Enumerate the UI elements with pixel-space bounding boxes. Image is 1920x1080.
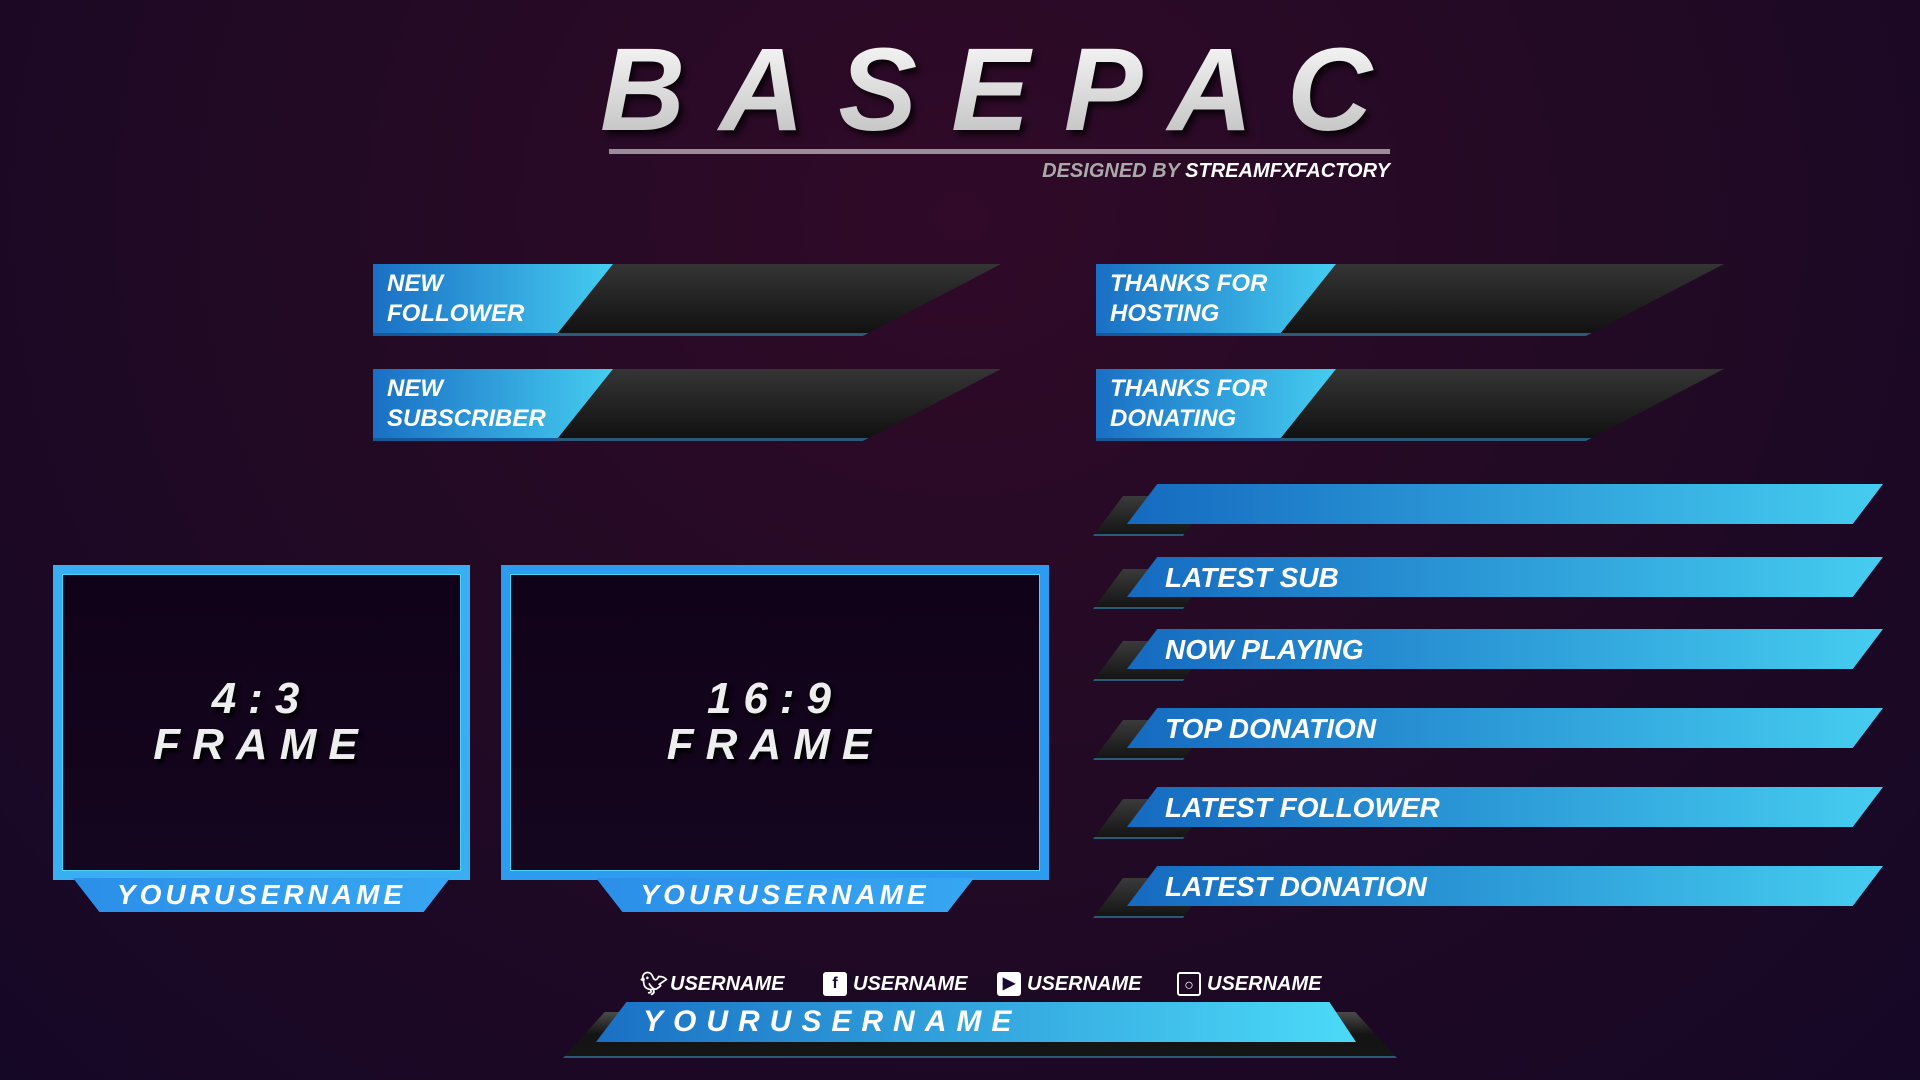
facebook-icon: f [823, 972, 847, 996]
credit-prefix: DESIGNED BY [1042, 160, 1180, 182]
social-handle: USERNAME [1207, 972, 1322, 995]
info-bar-latest-donation: LATEST DONATION [1093, 866, 1883, 918]
frame-4-3-username: YOURUSERNAME [73, 878, 450, 912]
alert-label: NEW [387, 270, 443, 297]
designer-credit: DESIGNED BY STREAMFXFACTORY [1042, 160, 1390, 183]
frame-16-9-username: YOURUSERNAME [596, 878, 974, 912]
alert-label: THANKS FOR [1110, 375, 1268, 402]
info-bar-top-donation: TOP DONATION [1093, 708, 1883, 760]
info-bar-latest-follower: LATEST FOLLOWER [1093, 787, 1883, 839]
alert-label: NEW [387, 375, 443, 402]
page-title: BASEPACK [600, 24, 1526, 156]
social-handle: USERNAME [1027, 972, 1142, 995]
info-bar-now-playing: NOW PLAYING [1093, 629, 1883, 681]
social-facebook: f USERNAME [823, 972, 967, 996]
social-handle: USERNAME [853, 972, 968, 995]
alert-label: THANKS FOR [1110, 270, 1268, 297]
frame-ratio: 16:9 [706, 674, 844, 723]
info-bar-latest-sub: LATEST SUB [1093, 557, 1883, 609]
frame-label: FRAME [666, 720, 884, 769]
instagram-icon: ○ [1177, 972, 1201, 996]
social-youtube: ▶ USERNAME [997, 972, 1141, 996]
alert-label: HOSTING [1110, 300, 1220, 327]
alert-label: FOLLOWER [387, 300, 525, 327]
bottom-username-bar: YOURUSERNAME [563, 1002, 1397, 1058]
alert-label: SUBSCRIBER [387, 405, 546, 432]
social-twitter: 🐦︎USERNAME [640, 972, 784, 996]
info-bar-label: NOW PLAYING [1165, 634, 1364, 665]
bottom-username: YOURUSERNAME [643, 1005, 1022, 1038]
info-bar-blank [1093, 484, 1883, 536]
info-bar-label: TOP DONATION [1165, 713, 1377, 744]
social-handle: USERNAME [670, 972, 785, 995]
alert-thanks-donating: THANKS FOR DONATING [1096, 369, 1724, 441]
alert-label: DONATING [1110, 405, 1237, 432]
frame-ratio: 4:3 [211, 674, 312, 723]
youtube-icon: ▶ [997, 972, 1021, 996]
info-bar-label: LATEST SUB [1165, 562, 1339, 593]
credit-name: STREAMFXFACTORY [1185, 160, 1390, 182]
social-instagram: ○ USERNAME [1177, 972, 1321, 996]
alert-new-subscriber: NEW SUBSCRIBER [373, 369, 1001, 441]
twitter-icon: 🐦︎ [640, 971, 668, 996]
alert-new-follower: NEW FOLLOWER [373, 264, 1001, 336]
title-underline [609, 149, 1390, 154]
frame-label: FRAME [153, 720, 370, 769]
info-bar-label: LATEST DONATION [1165, 871, 1427, 902]
alert-thanks-hosting: THANKS FOR HOSTING [1096, 264, 1724, 336]
info-bar-label: LATEST FOLLOWER [1165, 792, 1440, 823]
